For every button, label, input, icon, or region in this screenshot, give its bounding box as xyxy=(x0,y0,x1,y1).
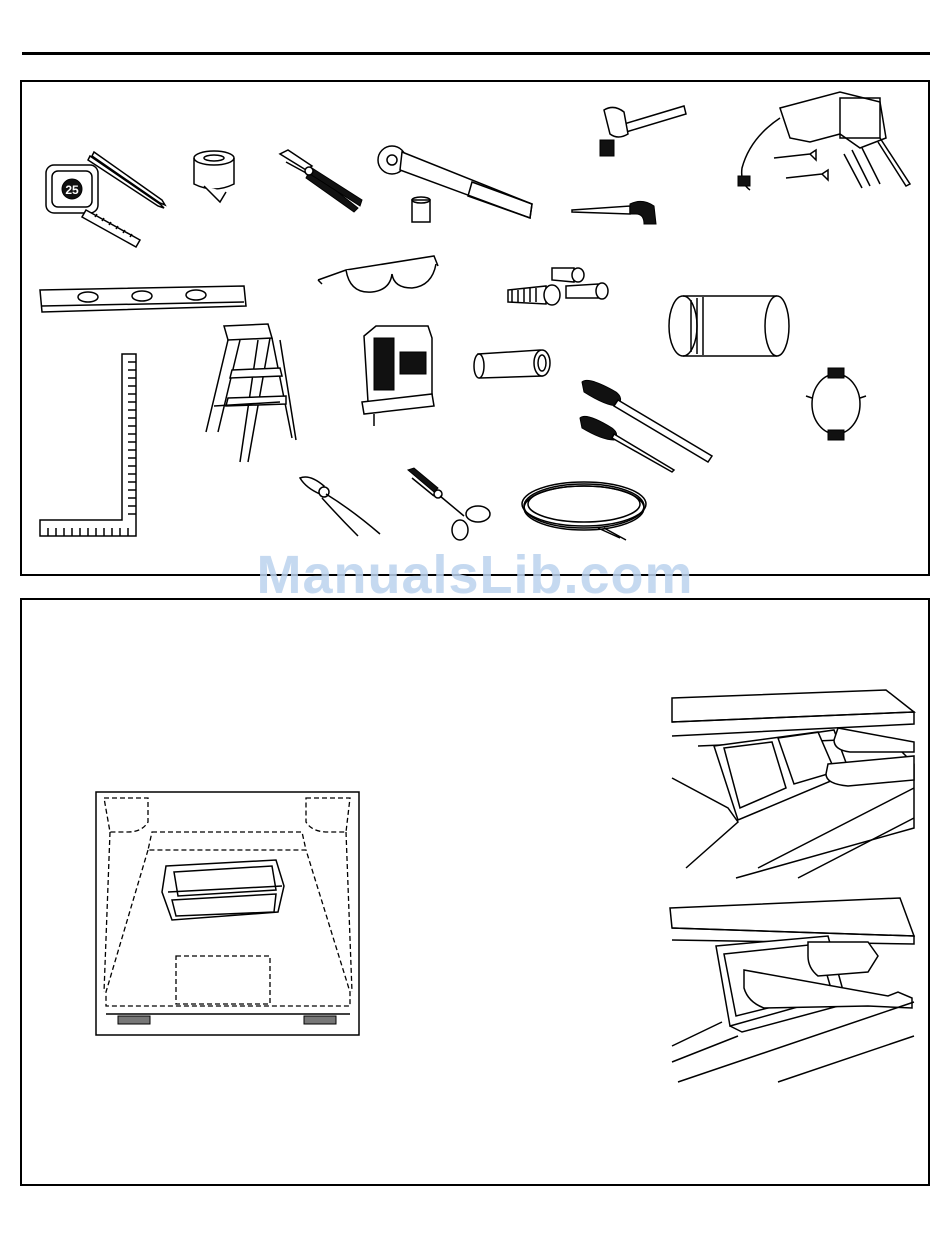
pliers-icon xyxy=(276,148,366,218)
carpenter-square-icon xyxy=(38,352,140,540)
tape-measure-number: 25 xyxy=(65,183,79,197)
top-rule xyxy=(22,52,930,55)
pencil-icon xyxy=(88,152,168,212)
duct-clamp-icon xyxy=(806,366,868,442)
pvc-pipe-icon xyxy=(472,346,552,384)
tin-snips-icon xyxy=(404,466,496,542)
screwdriver-icon xyxy=(578,376,718,472)
slip-joint-pliers-icon xyxy=(296,472,384,538)
level-icon xyxy=(38,282,250,316)
safety-glasses-icon xyxy=(316,252,442,298)
hood-insert-figure-top xyxy=(668,688,918,880)
hood-insert-figure-bottom xyxy=(668,896,918,1082)
electrical-wire-icon xyxy=(518,478,658,544)
socket-wrench-icon xyxy=(372,142,542,222)
duct-pipe-icon xyxy=(665,292,795,360)
cabinet-diagram xyxy=(96,792,360,1036)
power-drill-icon xyxy=(720,88,920,200)
ladder-icon xyxy=(188,322,300,466)
jigsaw-icon xyxy=(356,322,438,428)
wire-nuts-icon xyxy=(502,264,612,312)
keyhole-saw-icon xyxy=(570,198,660,228)
duct-tape-icon xyxy=(190,148,242,206)
hammer-icon xyxy=(594,100,689,160)
